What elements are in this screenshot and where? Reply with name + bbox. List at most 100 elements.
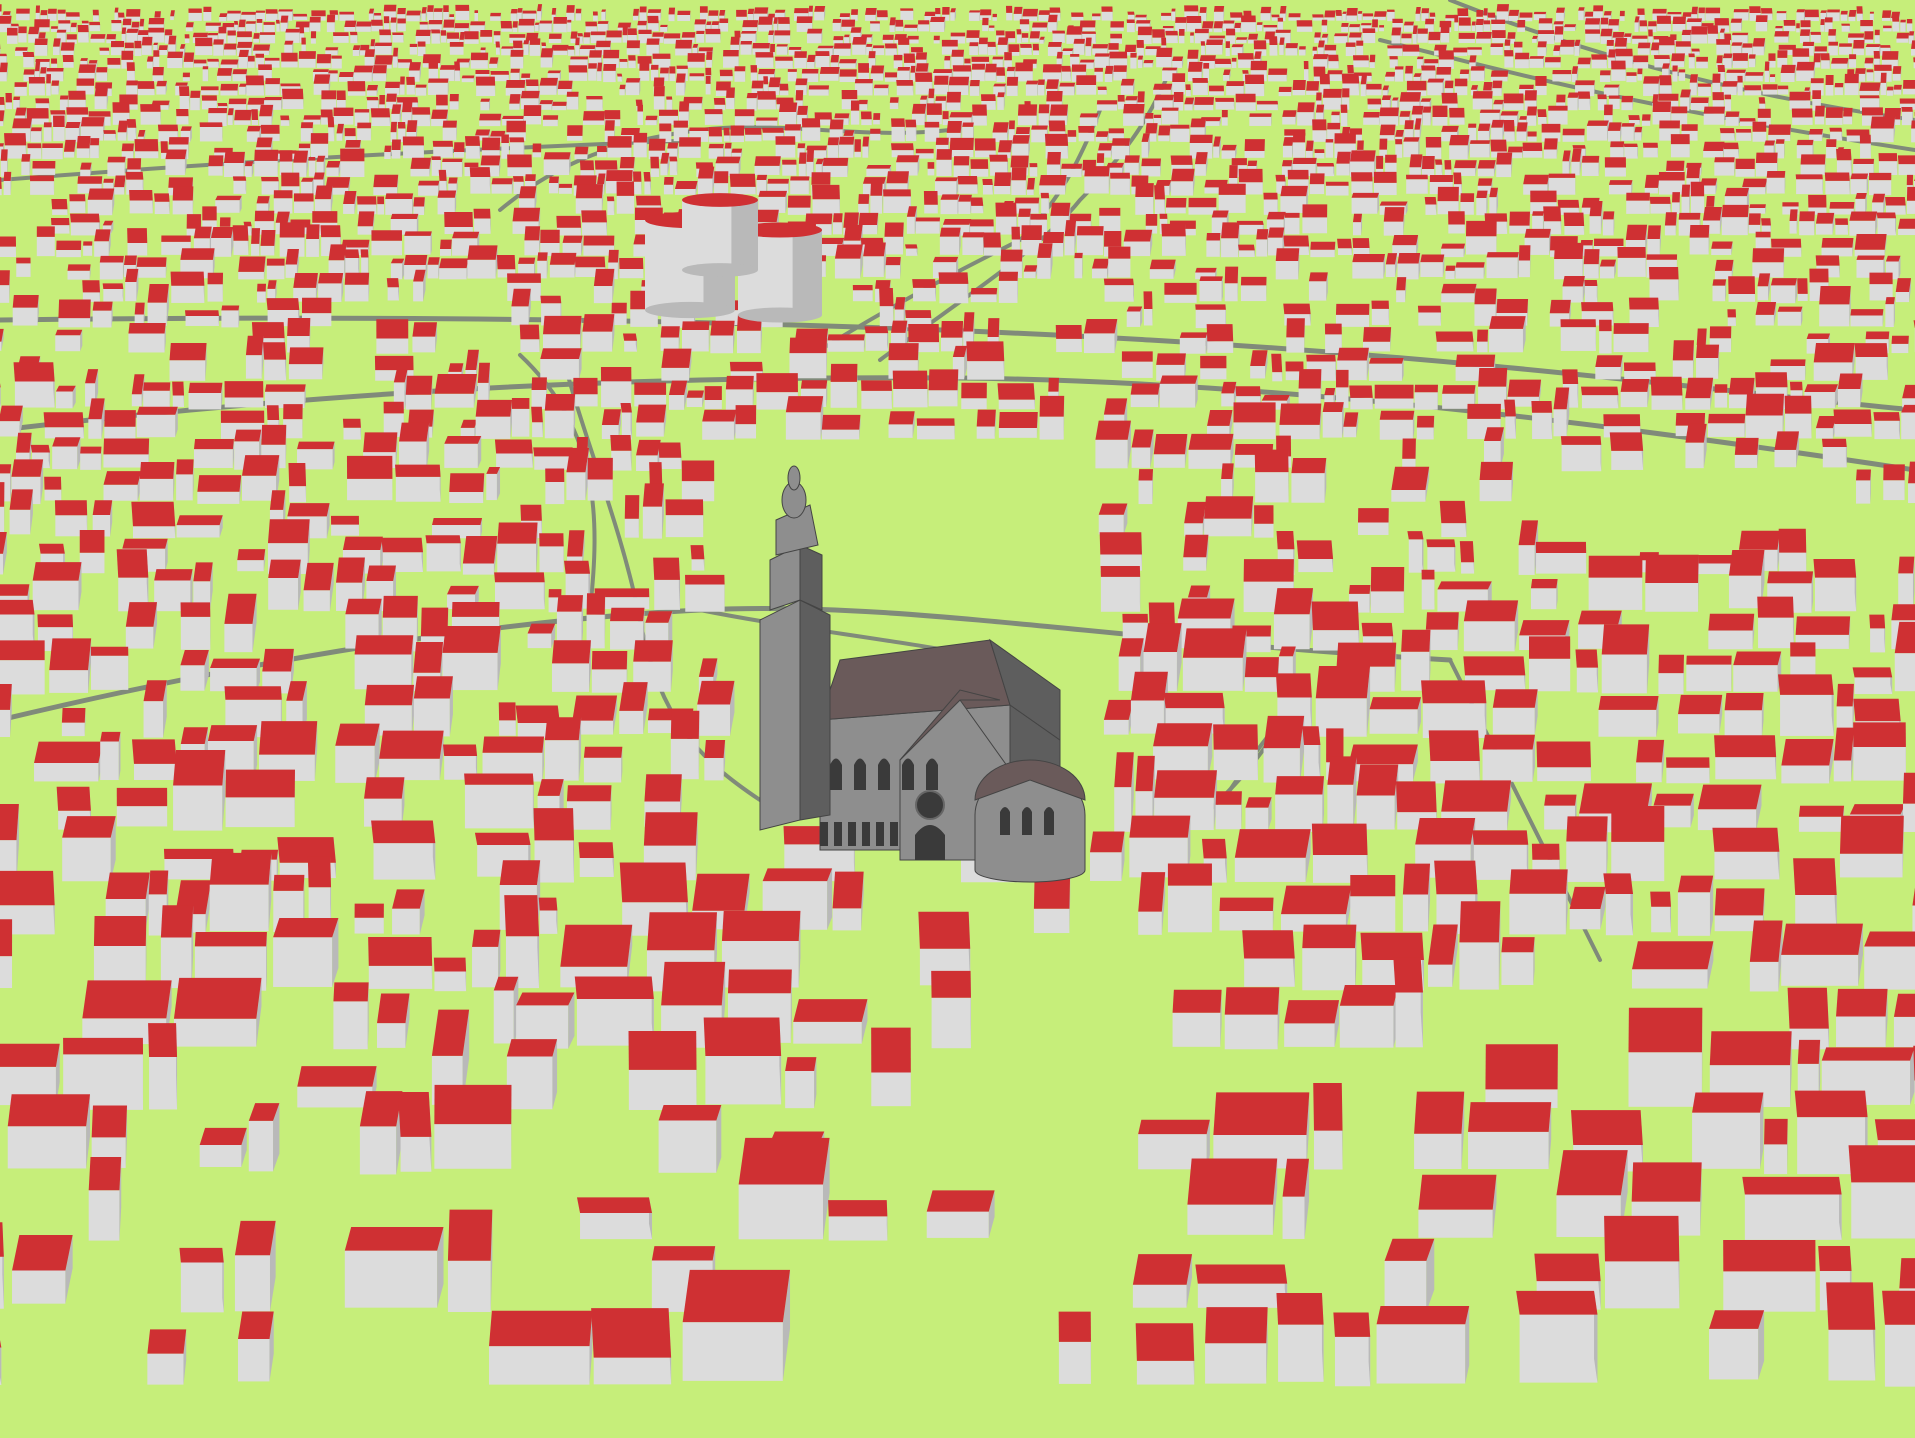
building-wall-side: [883, 65, 885, 81]
building-wall: [1825, 84, 1834, 96]
building-roof: [719, 69, 733, 77]
building-wall: [1428, 40, 1440, 44]
building-wall: [30, 181, 55, 195]
building-roof: [884, 43, 898, 49]
building-roof: [637, 20, 647, 26]
building-roof: [152, 67, 164, 76]
building-wall-side: [1675, 212, 1677, 236]
building-roof: [1552, 69, 1572, 75]
building-roof: [723, 127, 730, 136]
building-roof: [51, 26, 58, 29]
building-wall: [56, 32, 66, 43]
building-wall: [1420, 101, 1430, 110]
building-wall: [1898, 164, 1915, 176]
building-roof: [183, 52, 195, 62]
building-wall-side: [1501, 80, 1503, 96]
building-wall-side: [832, 45, 834, 57]
building-wall: [953, 165, 969, 177]
building-roof: [1514, 41, 1523, 48]
building-roof: [490, 12, 502, 17]
building-wall-side: [1205, 152, 1208, 176]
building-roof: [102, 220, 114, 226]
building-wall: [392, 35, 404, 43]
building-wall: [1209, 91, 1224, 96]
building-roof: [704, 109, 723, 115]
building-wall: [301, 44, 306, 56]
building-wall: [907, 39, 919, 44]
building-wall-side: [1387, 85, 1390, 96]
building-roof: [373, 174, 399, 188]
building-roof: [1194, 97, 1215, 105]
building-wall: [1643, 83, 1659, 96]
building-wall: [1489, 197, 1497, 216]
building-wall: [1442, 103, 1458, 110]
building-roof: [263, 22, 275, 25]
building-wall: [114, 187, 125, 195]
building-wall: [127, 70, 135, 81]
building-roof: [480, 29, 493, 37]
building-wall: [1362, 16, 1374, 21]
building-roof: [1775, 139, 1785, 144]
building-wall: [255, 57, 265, 68]
building-wall-side: [281, 96, 283, 110]
building-wall: [1379, 27, 1384, 32]
building-roof: [1548, 173, 1576, 178]
building-wall: [32, 168, 56, 175]
building-roof: [415, 29, 431, 36]
building-wall: [1158, 135, 1170, 142]
building-wall: [784, 130, 801, 142]
building-roof: [1334, 133, 1356, 144]
building-roof: [795, 78, 808, 86]
building-wall-side: [111, 220, 114, 234]
building-wall-side: [773, 30, 775, 43]
building-wall-side: [1545, 11, 1547, 21]
building-roof: [985, 63, 997, 73]
building-roof: [502, 115, 525, 119]
building-roof: [80, 58, 88, 61]
building-wall-side: [1318, 81, 1320, 95]
building-roof: [1796, 23, 1800, 29]
building-roof: [1379, 201, 1408, 206]
building-wall: [1413, 76, 1421, 82]
building-wall: [1110, 27, 1124, 32]
building-roof: [207, 33, 219, 36]
building-wall: [1204, 187, 1227, 194]
building-wall-side: [1419, 118, 1422, 142]
building-wall-side: [805, 152, 807, 177]
building-roof: [1284, 212, 1300, 218]
building-wall-side: [1007, 37, 1009, 55]
building-roof: [409, 43, 418, 48]
building-wall: [625, 82, 640, 96]
building-roof: [1117, 95, 1125, 102]
building-wall: [1869, 180, 1892, 196]
building-roof: [633, 132, 648, 143]
building-wall-side: [1865, 192, 1867, 215]
building-roof: [237, 41, 253, 48]
building-wall: [417, 46, 426, 56]
building-roof: [247, 97, 266, 105]
building-wall: [106, 39, 116, 44]
building-roof: [513, 40, 523, 49]
building-wall: [1901, 111, 1913, 126]
building-wall-side: [1142, 55, 1144, 69]
building-wall: [838, 144, 854, 158]
building-wall: [1514, 59, 1529, 69]
building-wall-side: [694, 32, 696, 43]
building-wall-side: [484, 21, 486, 32]
building-roof: [431, 109, 448, 119]
building-wall: [1263, 27, 1278, 32]
building-wall-side: [1434, 155, 1435, 176]
building-wall: [696, 34, 705, 43]
building-roof: [669, 66, 676, 74]
building-roof: [201, 95, 217, 101]
building-wall-side: [1777, 152, 1778, 177]
building-roof: [1883, 25, 1892, 29]
building-wall: [336, 133, 343, 141]
building-wall: [1192, 82, 1208, 96]
building-roof: [360, 44, 370, 51]
building-wall-side: [840, 18, 842, 32]
building-wall-side: [1108, 166, 1110, 194]
building-roof: [1678, 212, 1701, 220]
